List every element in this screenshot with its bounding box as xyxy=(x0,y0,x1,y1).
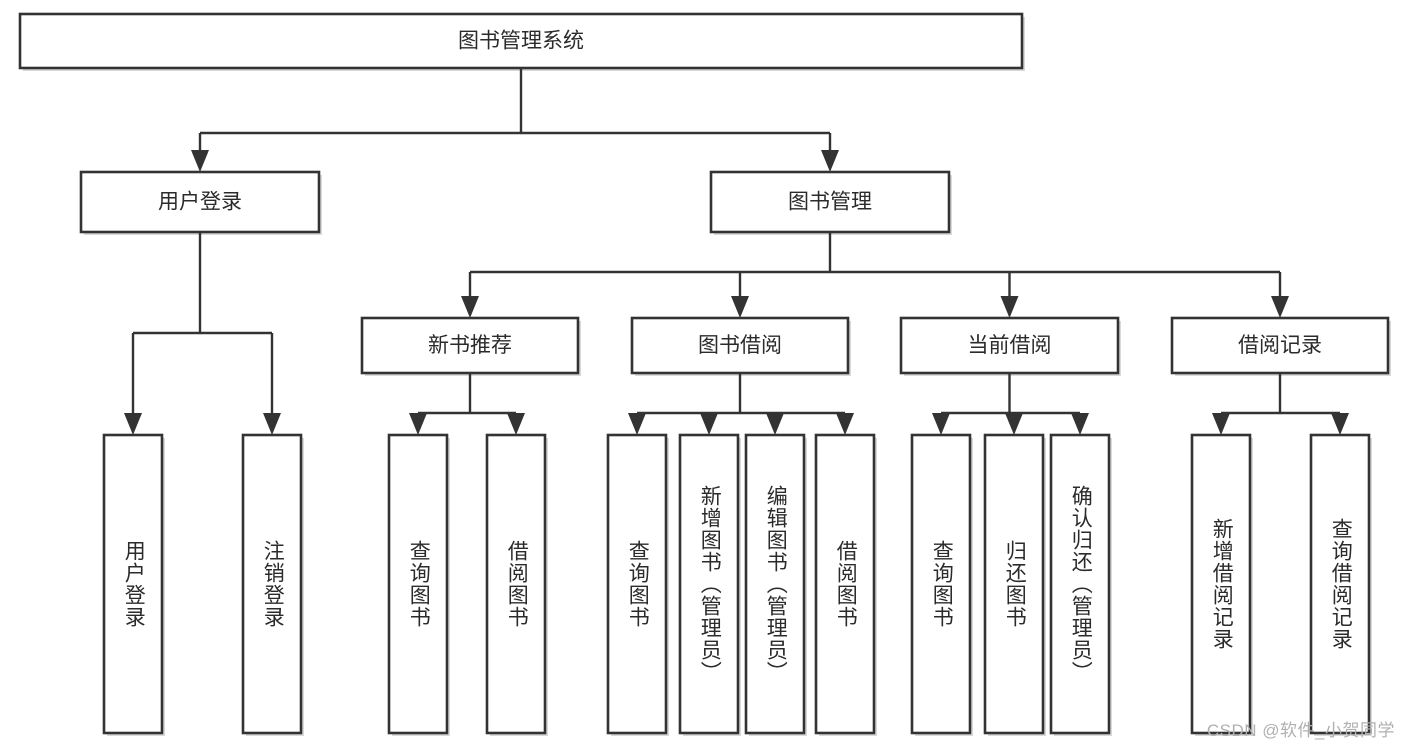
level3-node-box-3[interactable] xyxy=(1170,316,1390,375)
arrow-to-leaf-3-0 xyxy=(932,413,950,435)
arrow-to-level3-2 xyxy=(1000,296,1019,318)
root-node-box[interactable] xyxy=(18,12,1024,70)
arrow-to-level2-0 xyxy=(191,150,209,172)
leaf-node-box-1-0[interactable] xyxy=(387,433,449,735)
csdn-watermark: CSDN @软件_小贺同学 xyxy=(1206,721,1395,740)
arrow-to-leaf-1-0 xyxy=(409,413,427,435)
level3-node-label-1: 图书借阅 xyxy=(698,334,782,357)
arrow-to-leaf-2-1 xyxy=(700,413,718,435)
root-node-label: 图书管理系统 xyxy=(458,30,584,53)
arrow-to-leaf-0-1 xyxy=(263,413,281,435)
level3-node-label-3: 借阅记录 xyxy=(1238,334,1322,357)
arrow-to-level3-1 xyxy=(731,296,749,318)
level3-node-label-0: 新书推荐 xyxy=(428,334,512,357)
level3-node-box-1[interactable] xyxy=(630,316,850,375)
connector-layer xyxy=(124,68,1349,435)
level2-node-box-1[interactable] xyxy=(709,170,951,234)
arrow-to-leaf-4-0 xyxy=(1212,413,1230,435)
arrow-to-leaf-1-1 xyxy=(507,413,525,435)
arrow-to-leaf-2-3 xyxy=(836,413,854,435)
arrow-to-leaf-3-2 xyxy=(1071,413,1089,435)
leaf-node-box-0-1[interactable] xyxy=(241,433,303,735)
arrow-to-level2-1 xyxy=(821,150,839,172)
leaf-node-box-3-0[interactable] xyxy=(910,433,972,735)
level2-node-label-0: 用户登录 xyxy=(158,191,242,214)
arrow-to-leaf-4-1 xyxy=(1331,413,1349,435)
leaf-node-box-3-1[interactable] xyxy=(983,433,1045,735)
leaf-node-box-2-3[interactable] xyxy=(814,433,876,735)
level3-node-label-2: 当前借阅 xyxy=(968,334,1052,357)
node-box-layer xyxy=(18,12,1390,735)
leaf-node-box-3-2[interactable] xyxy=(1049,433,1111,735)
leaf-node-box-4-0[interactable] xyxy=(1190,433,1252,735)
level2-node-box-0[interactable] xyxy=(79,170,321,234)
arrow-to-leaf-2-2 xyxy=(766,413,784,435)
leaf-node-box-2-0[interactable] xyxy=(606,433,668,735)
arrow-to-level3-3 xyxy=(1271,296,1289,318)
arrow-to-level3-0 xyxy=(461,296,479,318)
leaf-node-box-0-0[interactable] xyxy=(102,433,164,735)
leaf-node-box-4-1[interactable] xyxy=(1309,433,1371,735)
arrow-to-leaf-0-0 xyxy=(124,413,142,435)
level3-node-box-0[interactable] xyxy=(360,316,580,375)
level3-node-box-2[interactable] xyxy=(899,316,1120,375)
arrow-to-leaf-3-1 xyxy=(1005,413,1023,435)
leaf-node-box-2-1[interactable] xyxy=(678,433,740,735)
arrow-to-leaf-2-0 xyxy=(628,413,646,435)
leaf-node-box-2-2[interactable] xyxy=(744,433,806,735)
leaf-node-box-1-1[interactable] xyxy=(485,433,547,735)
level2-node-label-1: 图书管理 xyxy=(788,191,872,214)
